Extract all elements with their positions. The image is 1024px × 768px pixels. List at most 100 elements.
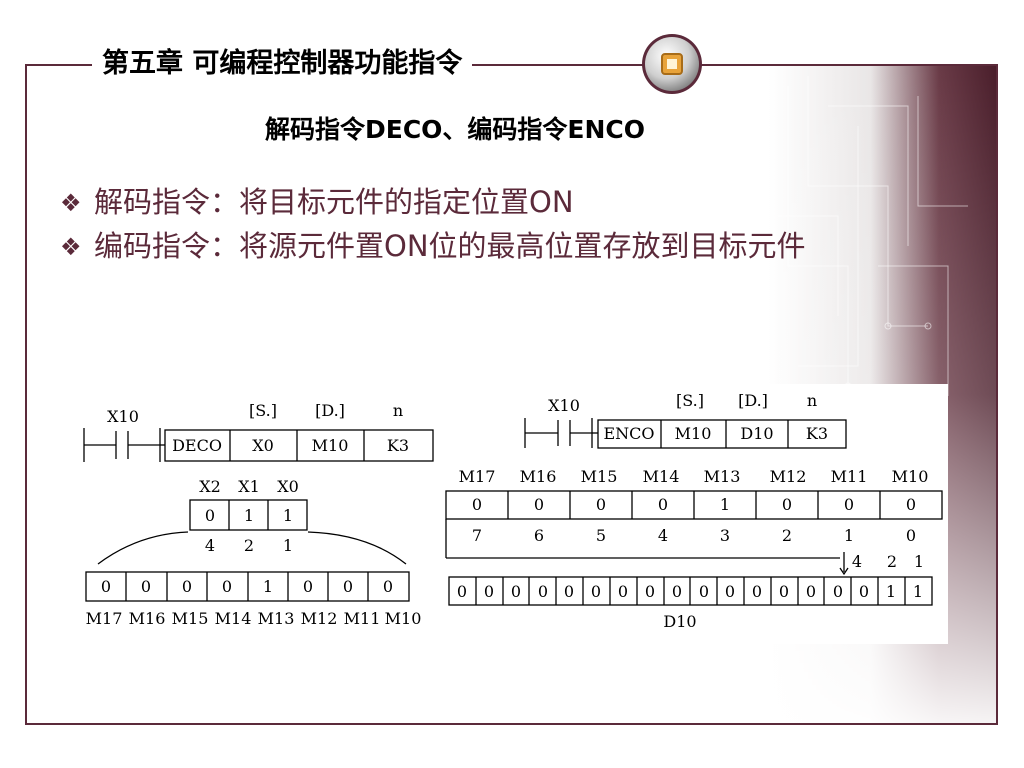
deco-src-label: X1 [238,477,260,496]
bullet-text: 编码指令：将源元件置ON位的最高位置存放到目标元件 [94,229,806,263]
enco-bit-index: 3 [720,526,730,545]
enco-dest-bit: 0 [752,582,762,601]
enco-weight: 4 [852,552,862,571]
enco-src-label: M11 [831,467,868,486]
enco-bit-index: 6 [534,526,544,545]
enco-src-bit: 0 [472,495,482,514]
slide-frame [25,64,998,725]
enco-dest-bit: 0 [779,582,789,601]
enco-src-label: M10 [892,467,929,486]
enco-contact-label: X10 [548,396,580,415]
deco-ladder [83,428,434,602]
enco-bit-index: 0 [906,526,916,545]
deco-dest-bit: 0 [141,577,151,596]
enco-bit-index: 1 [844,526,854,545]
header-divider [575,64,640,66]
deco-dest-label: M12 [301,609,338,628]
enco-bit-index: 5 [596,526,606,545]
deco-dest-label: M16 [129,609,166,628]
deco-dest-bit: 0 [383,577,393,596]
deco-dest-label: M17 [86,609,123,628]
bullet-text: 解码指令：将目标元件的指定位置ON [94,185,574,219]
diamond-bullet-icon: ❖ [60,189,82,217]
enco-src-bit: 0 [534,495,544,514]
bullet-item: ❖ 解码指令：将目标元件的指定位置ON [60,180,830,224]
enco-src-label: M14 [643,467,680,486]
deco-src-label: X2 [199,477,221,496]
deco-dest-bit: 0 [182,577,192,596]
deco-instruction-cell: X0 [252,436,274,455]
enco-src-label: M16 [520,467,557,486]
enco-dest-bit: 0 [699,582,709,601]
deco-dest-label: M11 [344,609,381,628]
enco-op-label: [S.] [676,391,704,410]
diamond-bullet-icon: ❖ [60,233,82,261]
deco-instruction-cell: K3 [387,436,409,455]
enco-dest-bit: 0 [859,582,869,601]
deco-src-label: X0 [277,477,299,496]
enco-instruction-cell: D10 [740,424,773,443]
enco-dest-bit: 0 [672,582,682,601]
deco-dest-label: M13 [258,609,295,628]
instruction-diagram: X10 [S.] [D.] n DECO X0 M10 K3 X2 X1 X0 … [68,384,948,644]
enco-instruction-cell: M10 [675,424,712,443]
enco-ladder [445,418,943,606]
enco-src-bit: 0 [596,495,606,514]
enco-weight: 1 [914,552,924,571]
deco-src-bit: 1 [283,506,293,525]
enco-src-label: M15 [581,467,618,486]
deco-src-bit: 1 [244,506,254,525]
slide-subtitle: 解码指令DECO、编码指令ENCO [264,115,646,144]
enco-dest-bit: 0 [806,582,816,601]
enco-src-label: M17 [459,467,496,486]
enco-dest-label: D10 [663,612,696,631]
enco-src-bit: 0 [658,495,668,514]
deco-instruction-cell: DECO [172,436,222,455]
deco-op-label: n [393,401,403,420]
enco-src-label: M13 [704,467,741,486]
enco-op-label: n [807,391,817,410]
enco-dest-bit: 1 [913,582,923,601]
header-divider-right [704,64,998,66]
enco-dest-bit: 0 [457,582,467,601]
enco-instruction-cell: ENCO [603,424,654,443]
deco-weight: 4 [205,536,215,555]
enco-dest-bit: 0 [538,582,548,601]
deco-op-label: [S.] [249,401,277,420]
deco-dest-bit: 0 [222,577,232,596]
enco-dest-bit: 0 [833,582,843,601]
deco-instruction-cell: M10 [312,436,349,455]
bullet-item: ❖ 编码指令：将源元件置ON位的最高位置存放到目标元件 [60,224,830,268]
deco-dest-label: M14 [215,609,252,628]
deco-dest-bit: 0 [343,577,353,596]
deco-dest-bit: 0 [101,577,111,596]
enco-src-bit: 0 [906,495,916,514]
enco-dest-bit: 0 [645,582,655,601]
chapter-title: 第五章 可编程控制器功能指令 [92,44,473,84]
enco-op-label: [D.] [738,391,768,410]
enco-dest-bit: 0 [511,582,521,601]
enco-dest-bit: 0 [725,582,735,601]
enco-dest-bit: 0 [618,582,628,601]
bullet-list: ❖ 解码指令：将目标元件的指定位置ON ❖ 编码指令：将源元件置ON位的最高位置… [60,180,830,268]
enco-bit-index: 4 [658,526,668,545]
enco-src-label: M12 [770,467,807,486]
enco-dest-bit: 0 [484,582,494,601]
deco-src-bit: 0 [205,506,215,525]
deco-dest-bit: 0 [303,577,313,596]
deco-contact-label: X10 [107,407,139,426]
deco-op-label: [D.] [315,401,345,420]
deco-weight: 1 [283,536,293,555]
deco-dest-bit: 1 [263,577,273,596]
enco-weight: 2 [887,552,897,571]
square-badge-icon [640,32,704,96]
enco-src-bit: 0 [782,495,792,514]
enco-src-bit: 1 [720,495,730,514]
enco-dest-bit: 1 [886,582,896,601]
deco-dest-label: M15 [172,609,209,628]
enco-bit-index: 2 [782,526,792,545]
enco-dest-bit: 0 [564,582,574,601]
enco-bit-index: 7 [472,526,482,545]
enco-dest-bit: 0 [591,582,601,601]
deco-weight: 2 [244,536,254,555]
